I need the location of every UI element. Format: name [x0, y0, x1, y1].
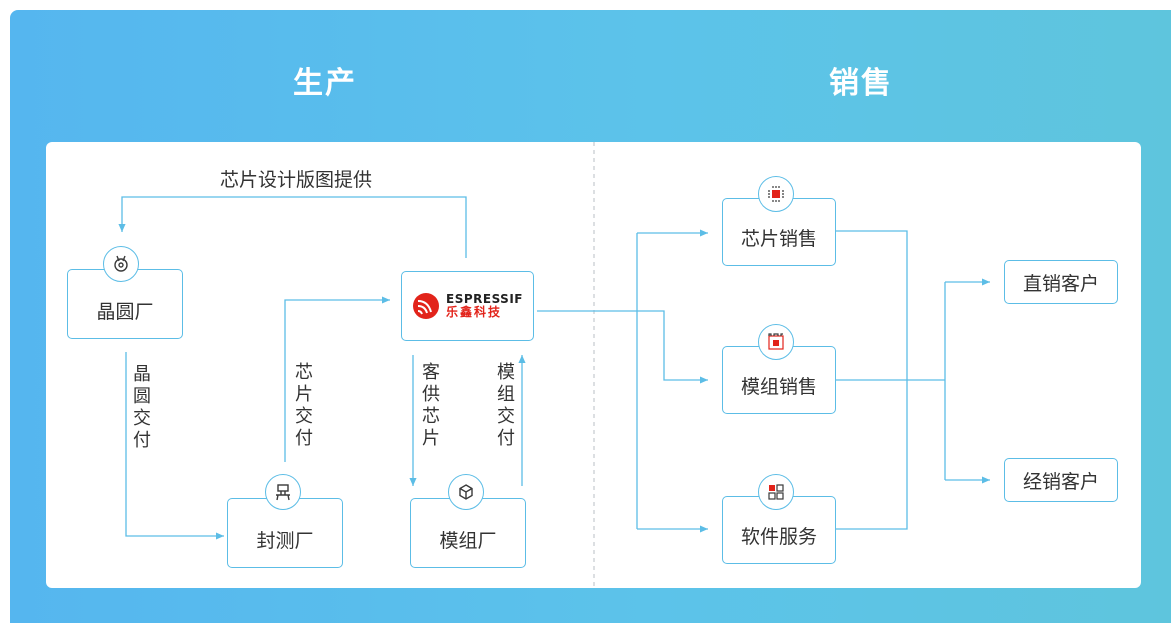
- software-services-label: 软件服务: [740, 525, 817, 548]
- sales-title: 销售: [829, 66, 893, 101]
- design-layout-connector: [118, 196, 467, 258]
- direct-customers-label: 直销客户: [1022, 272, 1099, 295]
- espressif-chinese-name: 乐鑫科技: [446, 305, 503, 319]
- chip-delivery-connector: [284, 296, 390, 462]
- module-delivery-label: 模组交付: [497, 362, 515, 449]
- module-fab-label: 模组厂: [439, 529, 497, 552]
- wafer-fab-label: 晶圆厂: [96, 300, 154, 323]
- distributor-customers-label: 经销客户: [1022, 470, 1099, 493]
- wafer-delivery-connector: [125, 352, 224, 540]
- chip-delivery-label: 芯片交付: [295, 362, 313, 449]
- wafer-fab-node: 晶圆厂: [67, 269, 183, 339]
- chip-sales-label: 芯片销售: [740, 227, 817, 250]
- packaging-icon: [265, 474, 301, 510]
- module-sales-label: 模组销售: [740, 375, 817, 398]
- espressif-to-module-sales-connector: [537, 310, 708, 384]
- software-services-icon: [758, 474, 794, 510]
- espressif-logo-icon: [413, 293, 439, 319]
- espressif-node: ESPRESSIF 乐鑫科技: [401, 271, 534, 341]
- wafer-fab-icon: [103, 246, 139, 282]
- module-icon: [758, 324, 794, 360]
- espressif-wordmark: ESPRESSIF: [446, 291, 523, 306]
- direct-customers-node: 直销客户: [1004, 260, 1118, 304]
- production-title: 生产: [293, 66, 357, 101]
- chip-icon: [758, 176, 794, 212]
- design-layout-label: 芯片设计版图提供: [220, 169, 373, 191]
- module-fab-icon: [448, 474, 484, 510]
- distributor-customers-node: 经销客户: [1004, 458, 1118, 502]
- wafer-delivery-label: 晶圆交付: [133, 364, 151, 451]
- customer-chips-label: 客供芯片: [422, 362, 440, 449]
- packaging-label: 封测厂: [256, 529, 314, 552]
